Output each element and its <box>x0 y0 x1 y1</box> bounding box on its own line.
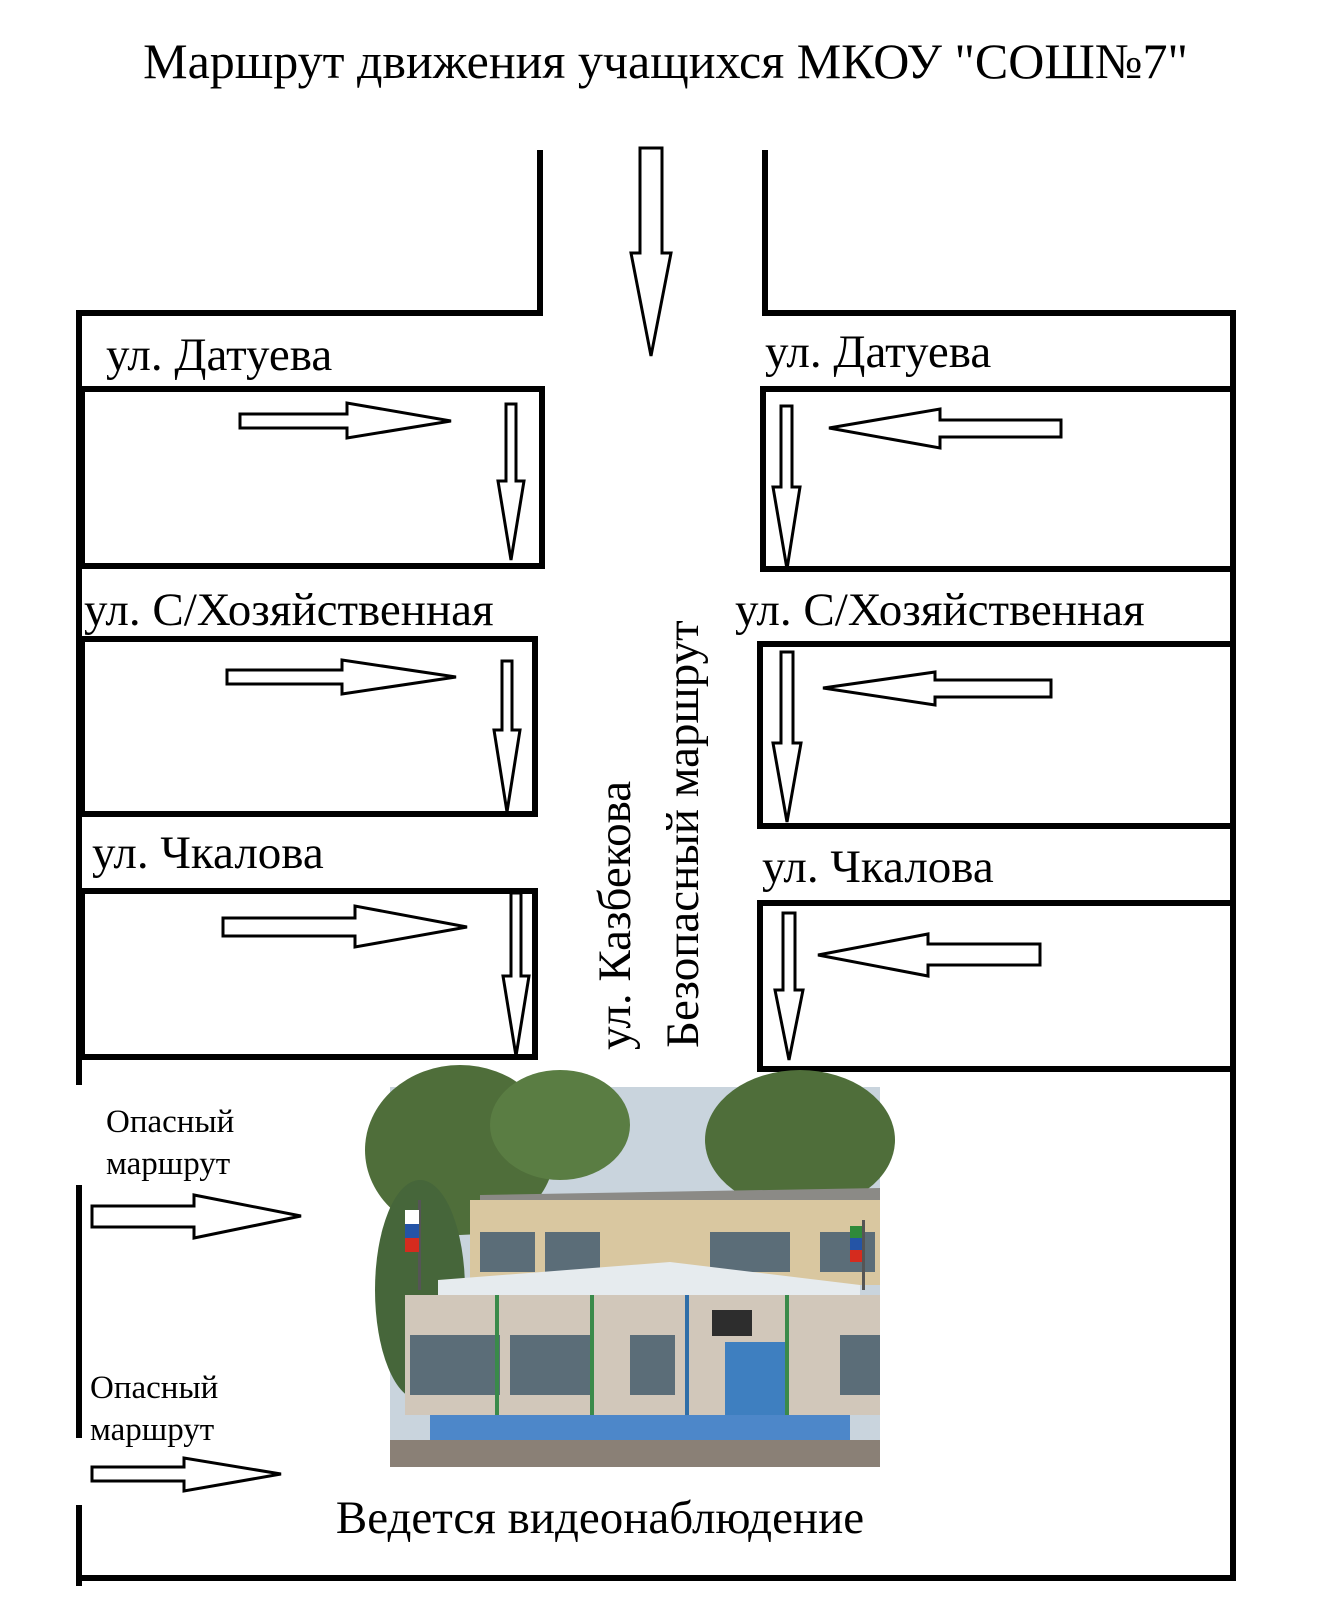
down-arrow-icon <box>771 650 803 823</box>
street-label-kazbekova: ул. Казбекова <box>589 780 641 1050</box>
street-label-chkalova-right: ул. Чкалова <box>762 841 994 893</box>
down-arrow-icon <box>501 891 531 1057</box>
dangerous-route-arrow-icon <box>90 1193 302 1240</box>
block-right-3 <box>757 900 1236 1072</box>
street-label-datueva-left: ул. Датуева <box>106 329 333 381</box>
dangerous-route-label-2: Опасный маршрут <box>90 1370 219 1449</box>
down-arrow-icon <box>773 911 805 1061</box>
dangerous-route-label-1: Опасный маршрут <box>106 1104 235 1183</box>
safe-route-label: Безопасный маршрут <box>657 620 709 1048</box>
block-left-2 <box>79 636 538 817</box>
left-arrow-icon <box>828 407 1063 450</box>
right-arrow-icon <box>225 658 457 696</box>
street-label-datueva-right: ул. Датуева <box>765 326 992 378</box>
down-arrow-icon <box>771 404 802 570</box>
right-arrow-icon <box>221 904 468 949</box>
block-right-1 <box>760 386 1236 572</box>
right-arrow-icon <box>238 401 452 440</box>
left-arrow-icon <box>817 932 1042 978</box>
down-arrow-icon <box>496 402 526 561</box>
street-label-chkalova-left: ул. Чкалова <box>92 827 324 879</box>
left-arrow-icon <box>822 670 1053 707</box>
main-down-arrow-icon <box>629 146 673 357</box>
block-left-1 <box>79 386 545 569</box>
down-arrow-icon <box>492 659 522 813</box>
block-right-2 <box>757 641 1236 829</box>
video-surveillance-notice: Ведется видеонаблюдение <box>335 1492 865 1544</box>
street-label-s-hoz-left: ул. С/Хозяйственная <box>84 584 494 636</box>
dangerous-route-arrow-icon <box>90 1456 282 1493</box>
school-photo <box>365 1065 895 1467</box>
page-title: Маршрут движения учащихся МКОУ "СОШ№7" <box>143 33 1188 89</box>
block-left-3 <box>79 888 538 1060</box>
street-label-s-hoz-right: ул. С/Хозяйственная <box>735 584 1145 636</box>
